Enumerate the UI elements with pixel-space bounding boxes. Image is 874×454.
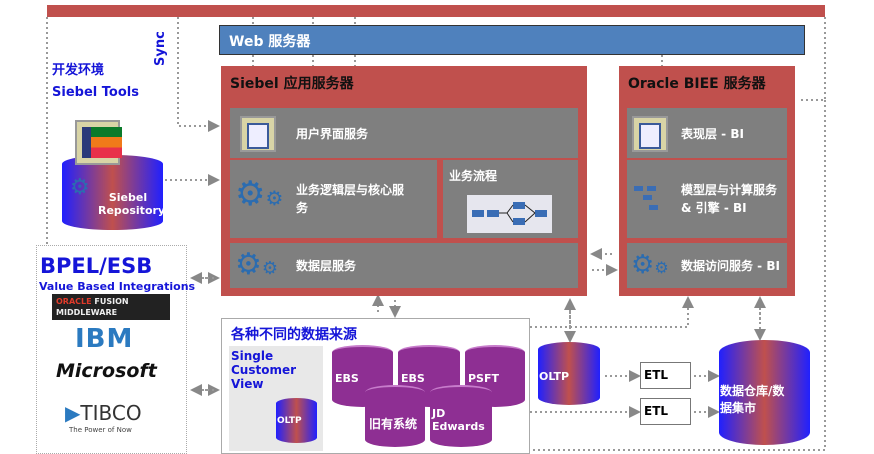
- process-flow-icon: [467, 195, 552, 233]
- window-icon: [240, 116, 276, 152]
- microsoft-logo: Microsoft: [56, 360, 157, 382]
- siebel-tools-label: Siebel Tools: [52, 85, 139, 100]
- sync-label: Sync: [153, 31, 168, 66]
- etl-box: ETL: [640, 398, 691, 425]
- data-access-service: 数据访问服务 - BI: [627, 243, 787, 288]
- gears-icon: ⚙: [70, 175, 90, 200]
- biee-title: Oracle BIEE 服务器: [628, 76, 766, 92]
- ui-service: 用户界面服务: [230, 108, 578, 158]
- business-process-label: 业务流程: [449, 169, 498, 183]
- siebel-title: Siebel 应用服务器: [230, 76, 354, 92]
- model-layer: 模型层与计算服务 & 引擎 - BI: [627, 160, 787, 238]
- data-layer-label: 数据层服务: [296, 259, 357, 273]
- presentation-label: 表现层 - BI: [681, 126, 744, 141]
- data-layer-service: 数据层服务: [230, 243, 578, 288]
- repository-label: Siebel Repository: [98, 191, 166, 217]
- model-label: 模型层与计算服务 & 引擎 - BI: [681, 183, 778, 215]
- data-warehouse: 数据仓库/数据集市: [719, 340, 810, 445]
- integration-panel: BPEL/ESB Value Based Integrations ORACLE…: [36, 245, 195, 454]
- oracle-fusion-logo: ORACLE FUSION MIDDLEWARE: [52, 294, 170, 320]
- business-logic: 业务逻辑层与核心服务: [230, 160, 437, 238]
- dev-env-title: 开发环境: [52, 63, 105, 78]
- oltp-db: OLTP: [538, 342, 600, 405]
- data-access-label: 数据访问服务 - BI: [681, 259, 780, 273]
- gears-icon: ⚙⚙: [235, 247, 279, 282]
- sources-title: 各种不同的数据来源: [231, 327, 357, 343]
- siebel-repository: Siebel Repository ⚙: [62, 155, 166, 230]
- window-icon: [632, 116, 668, 152]
- tools-window-icon: [75, 120, 122, 165]
- tibco-tagline: The Power of Now: [69, 426, 132, 434]
- top-bar: [47, 5, 825, 17]
- legacy-db: 旧有系统: [365, 385, 425, 447]
- scv-label: Single Customer View: [231, 349, 297, 391]
- gears-icon: ⚙⚙: [631, 250, 669, 280]
- business-logic-label: 业务逻辑层与核心服务: [296, 183, 405, 215]
- gears-icon: ⚙⚙: [235, 174, 284, 214]
- etl-box: ETL: [640, 362, 691, 389]
- vbi-subtitle: Value Based Integrations: [39, 280, 196, 293]
- ibm-logo: IBM: [75, 324, 134, 354]
- jd-edwards-db: JD Edwards: [430, 385, 492, 447]
- web-server: Web 服务器: [219, 25, 805, 55]
- hierarchy-icon: [634, 184, 670, 218]
- oltp-db-small: OLTP: [276, 398, 317, 443]
- tibco-logo: ▶TIBCO: [65, 401, 142, 425]
- bpel-esb-title: BPEL/ESB: [40, 254, 153, 278]
- ui-service-label: 用户界面服务: [296, 126, 369, 141]
